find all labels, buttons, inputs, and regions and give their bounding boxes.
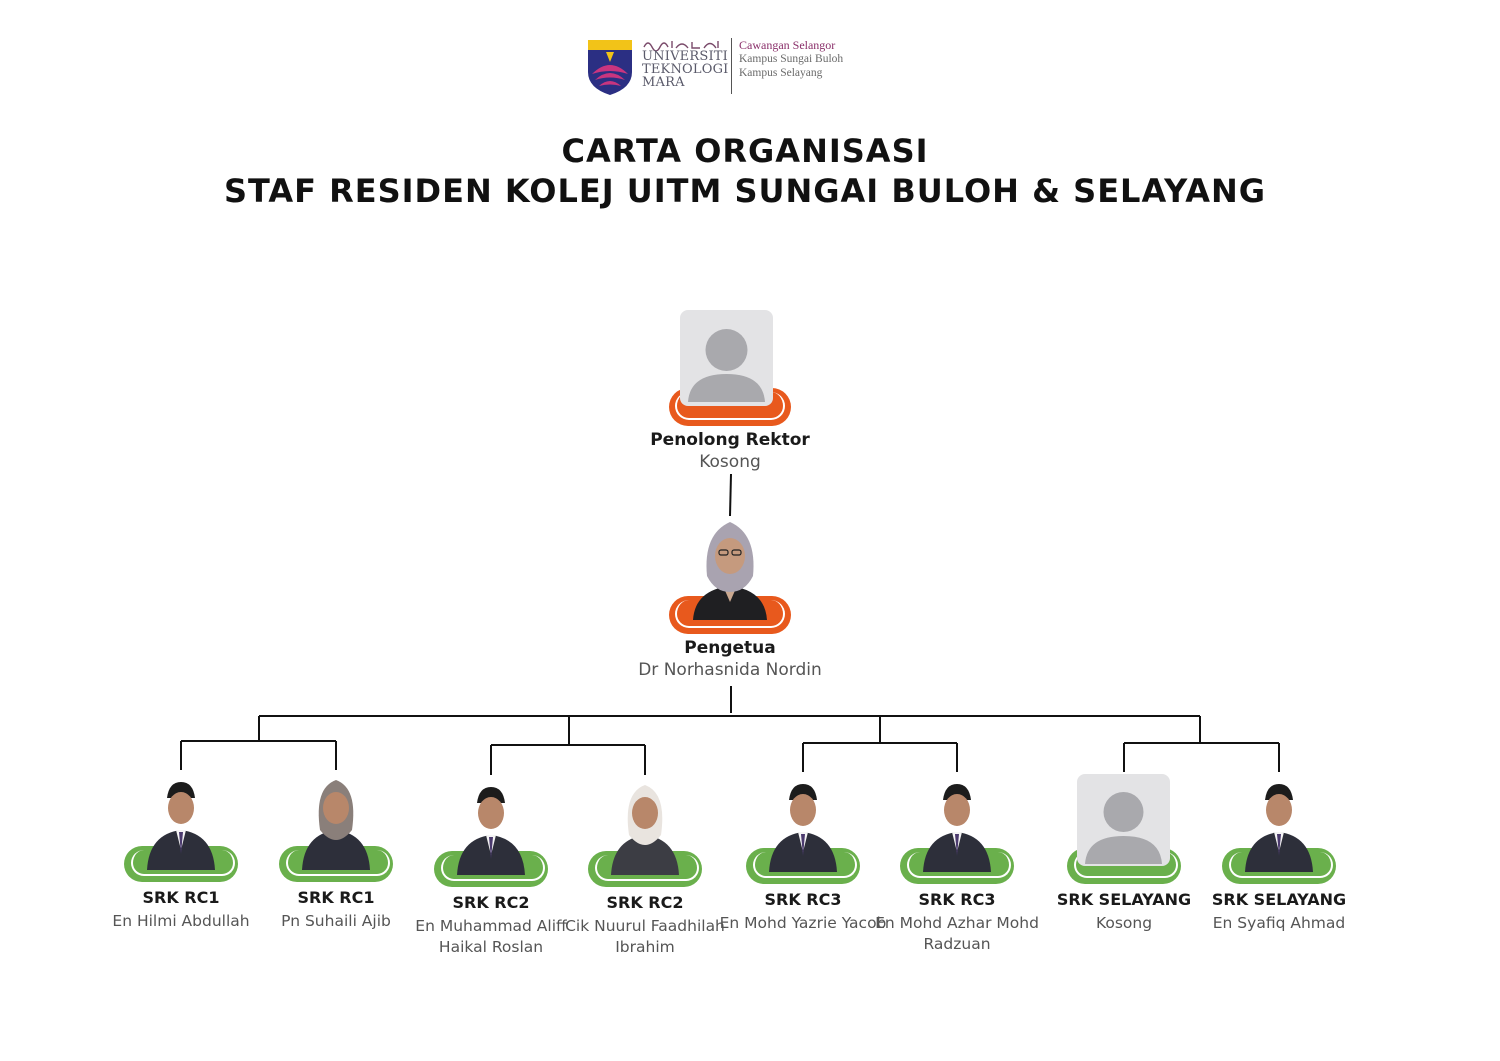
person-photo [765,776,841,872]
node-penolong-rektor: Penolong Rektor Kosong [640,308,820,478]
badge-inner-border [753,852,857,878]
node-person-name: Kosong [699,452,761,472]
node-role: SRK RC3 [764,890,842,909]
node-role: SRK RC2 [452,893,530,912]
person-photo [453,779,529,875]
page-subtitle: STAF RESIDEN KOLEJ UITM SUNGAI BULOH & S… [223,172,1267,210]
badge-inner-border [441,855,545,881]
logo-campus-2: Kampus Sungai Buloh [739,53,844,65]
person-photo [298,774,374,870]
node-person-name: En Muhammad Aliff Haikal Roslan [415,917,567,956]
node-role: Pengetua [684,638,776,658]
badge-inner-border [675,600,785,628]
badge-inner-border [1229,852,1333,878]
person-photo [919,776,995,872]
badge-inner-border [286,850,390,876]
node-person-name: En Mohd Azhar Mohd Radzuan [875,914,1039,953]
node-staff: SRK RC3 En Mohd Yazrie Yacob [720,776,886,966]
node-role: SRK SELAYANG [1211,890,1347,909]
node-person-name: Dr Norhasnida Nordin [638,660,822,680]
node-role: SRK RC3 [918,890,996,909]
node-person-name: En Syafiq Ahmad [1212,914,1346,932]
node-staff: SRK SELAYANG Kosong [1044,774,1204,966]
node-role: SRK RC1 [142,888,220,907]
person-photo [143,774,219,870]
node-staff: SRK RC2 En Muhammad Aliff Haikal Roslan [411,779,571,969]
badge-inner-border [675,392,785,420]
node-staff: SRK RC3 En Mohd Azhar Mohd Radzuan [875,776,1039,966]
logo-line2: TEKNOLOGI [642,62,729,77]
node-staff: SRK RC1 Pn Suhaili Ajib [256,774,416,964]
node-person-name: Kosong [1095,914,1153,932]
logo-campus-3: Kampus Selayang [739,67,823,79]
node-person-name: Pn Suhaili Ajib [281,912,391,930]
badge-inner-border [131,850,235,876]
badge-inner-border [1074,852,1178,878]
node-role: SRK RC1 [297,888,375,907]
node-role: SRK SELAYANG [1056,890,1192,909]
node-role: SRK RC2 [606,893,684,912]
node-staff: SRK RC1 En Hilmi Abdullah [101,774,261,964]
uitm-crest-icon [588,40,632,95]
node-person-name: Cik Nuurul Faadhilah Ibrahim [565,917,725,956]
person-photo [683,516,777,620]
logo-line1: UNIVERSITI [642,49,728,64]
logo-divider [731,38,732,94]
node-person-name: En Mohd Yazrie Yacob [719,914,887,932]
placeholder-avatar-icon [1077,774,1170,866]
page-title: CARTA ORGANISASI [561,132,929,170]
logo-line3: MARA [642,75,685,90]
badge-inner-border [907,852,1011,878]
person-photo [1241,776,1317,872]
badge-inner-border [595,855,699,881]
node-role: Penolong Rektor [650,430,810,450]
logo-campus-1: Cawangan Selangor [739,38,836,52]
logo-campus: Cawangan Selangor Kampus Sungai Buloh Ka… [739,38,843,80]
node-person-name: En Hilmi Abdullah [112,912,250,930]
logo-university-name: UNIVERSITI TEKNOLOGI MARA [642,50,729,89]
node-pengetua: Pengetua Dr Norhasnida Nordin [600,516,860,686]
node-staff: SRK SELAYANG En Syafiq Ahmad [1199,776,1359,966]
placeholder-avatar-icon [680,310,773,406]
person-photo [607,779,683,875]
uitm-logo: UNIVERSITI TEKNOLOGI MARA Cawangan Selan… [586,36,876,98]
